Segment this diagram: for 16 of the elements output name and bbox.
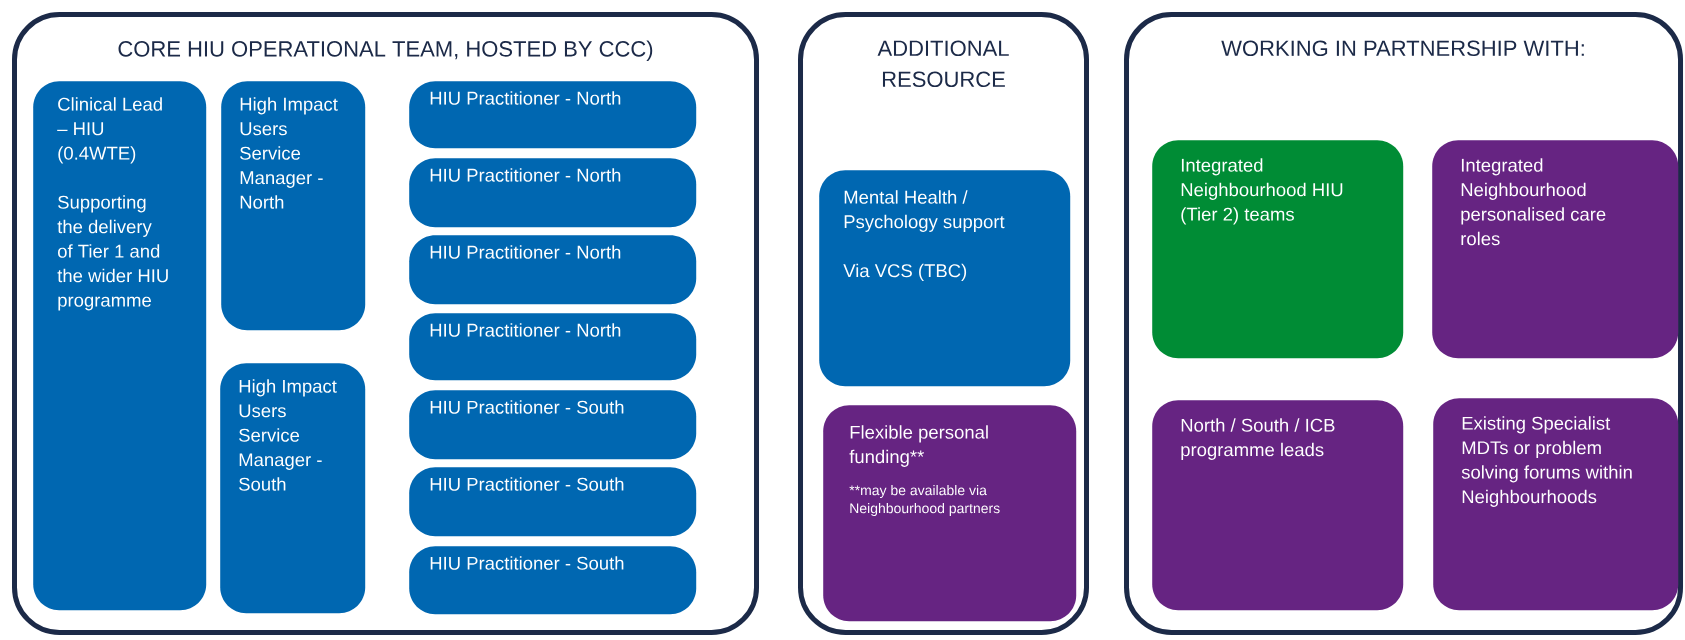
role-box: Clinical Lead – HIU (0.4WTE) Supporting the delivery of Tier 1 and the wider HIU programme xyxy=(33,81,207,611)
role-box: HIU Practitioner - South xyxy=(409,546,697,615)
role-box: Integrated Neighbourhood HIU (Tier 2) teams xyxy=(1152,140,1404,359)
role-box: HIU Practitioner - South xyxy=(409,390,697,460)
role-box: North / South / ICB programme leads xyxy=(1152,400,1404,611)
role-box: Flexible personal funding** **may be available via Neighbourhood partners xyxy=(823,405,1077,622)
role-box: High Impact Users Service Manager - North xyxy=(221,81,366,331)
role-box: Existing Specialist MDTs or problem solving forums within Neighbourhoods xyxy=(1433,398,1679,611)
role-box: HIU Practitioner - North xyxy=(409,235,697,305)
role-box: HIU Practitioner - North xyxy=(409,81,697,149)
role-box: HIU Practitioner - South xyxy=(409,467,697,537)
role-box: Integrated Neighbourhood personalised care roles xyxy=(1432,140,1679,359)
role-box: HIU Practitioner - North xyxy=(409,313,697,381)
role-box: Mental Health / Psychology support Via VCS (TBC) xyxy=(819,170,1071,387)
role-box: High Impact Users Service Manager - South xyxy=(220,363,366,614)
role-box: HIU Practitioner - North xyxy=(409,158,697,228)
